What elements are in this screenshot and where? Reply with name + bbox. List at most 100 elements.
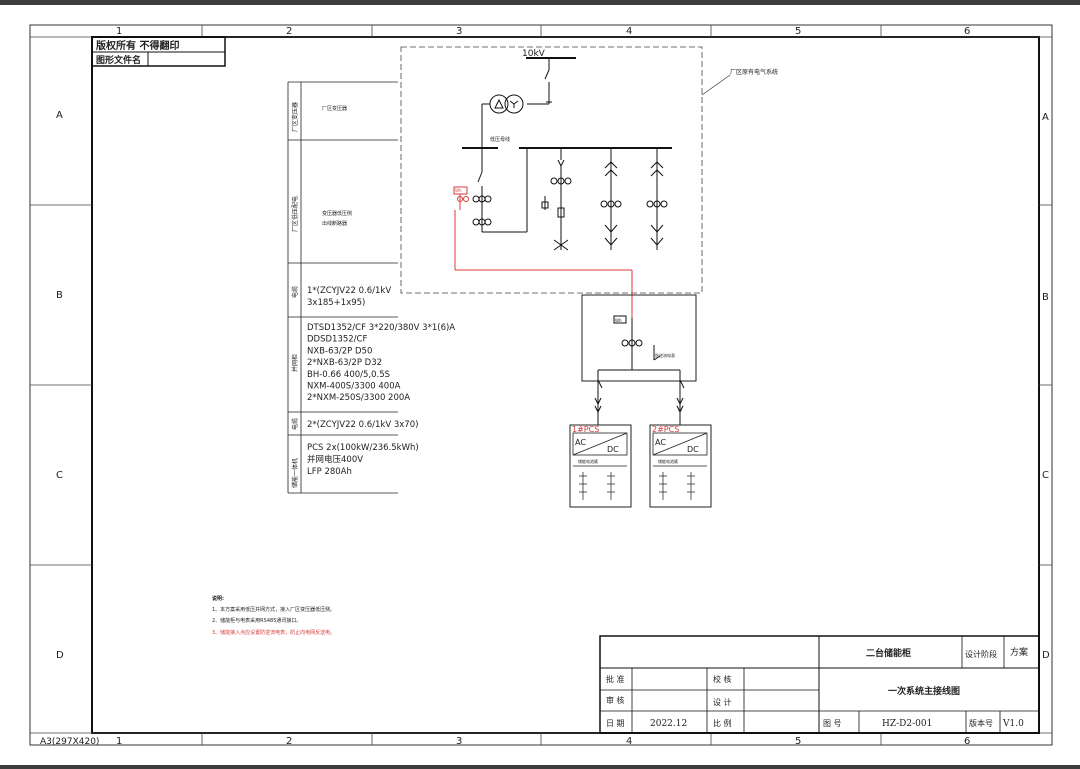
table-content-line: 2*NXM-250S/3300 200A: [307, 393, 410, 403]
pcs-1-dc: DC: [607, 445, 619, 454]
col-number: 4: [626, 26, 632, 37]
check-label: 校 核: [713, 674, 732, 684]
meter-label-top: Wh: [455, 188, 462, 193]
row-letter: C: [1042, 470, 1049, 481]
table-content-line: 厂区变压器: [322, 105, 347, 112]
window-bottom-bar: [0, 765, 1080, 769]
table-content-line: DTSD1352/CF 3*220/380V 3*1(6)A: [307, 323, 455, 333]
pcs-1-name: 1#PCS: [572, 425, 599, 434]
row-letter: A: [1042, 112, 1049, 123]
table-side-labels: 厂区变压器 厂区低压配电 电缆 并网柜 电缆 储能一体机: [291, 102, 299, 488]
bus-10kv-label: 10kV: [522, 49, 546, 59]
col-number: 2: [286, 26, 292, 37]
row-letter: B: [1042, 292, 1049, 303]
table-content-line: 2*NXB-63/2P D32: [307, 358, 382, 368]
component-table: [287, 81, 398, 494]
meter-label-cabinet: Wh: [615, 318, 622, 323]
feeder-right-2: [646, 148, 668, 250]
table-content-line: 并网电压400V: [307, 454, 363, 465]
plant-system-label: 厂区原有电气系统: [730, 68, 778, 76]
table-content-line: DDSD1352/CF: [307, 335, 367, 345]
grid-cabinet: [581, 294, 697, 382]
note-item: 3、储能接入点应设置防逆流电表，防止向电网反送电。: [212, 629, 335, 636]
pcs-2-dc: DC: [687, 445, 699, 454]
pcs-unit-2: [649, 424, 712, 508]
window-top-bar: [0, 0, 1080, 5]
plant-system-boundary: [400, 46, 703, 294]
copyright-text: 版权所有 不得翻印: [96, 39, 179, 52]
pcs-2-battery-label: 储能电池簇: [658, 458, 678, 464]
incoming-breaker: [472, 148, 528, 233]
scale-label: 比 例: [713, 718, 732, 728]
row-ruler: [30, 204, 1052, 566]
col-number: 1: [116, 26, 122, 37]
review-label: 审 核: [606, 695, 625, 705]
version-label: 版本号: [969, 718, 993, 728]
inner-frame: [91, 36, 1040, 734]
feeder-right-1: [600, 148, 622, 250]
design-stage-value: 方案: [1010, 646, 1028, 658]
row-letter: D: [1042, 650, 1050, 661]
feeder-load: [541, 148, 572, 251]
drawing-no-label: 图 号: [823, 719, 842, 728]
table-content-line: 出线断路器: [322, 220, 347, 227]
row-letter: B: [56, 290, 63, 301]
note-item: 1、本方案采用低压并网方式，接入厂区变压器低压侧。: [212, 606, 335, 613]
col-number: 5: [795, 26, 801, 37]
col-number: 6: [964, 26, 970, 37]
pcs-1-battery-label: 储能电池簇: [578, 458, 598, 464]
pcs-2-ac: AC: [655, 438, 666, 447]
date-label: 日 期: [606, 719, 625, 728]
column-ruler: [30, 25, 1052, 745]
row-letter: C: [56, 470, 63, 481]
file-name-label: 图形文件名: [96, 54, 141, 66]
notes-title: 说明:: [212, 595, 224, 602]
transformer-icon: [481, 94, 524, 148]
outer-frame: [29, 24, 1053, 746]
table-content-line: NXB-63/2P D50: [307, 346, 372, 356]
design-stage-label: 设计阶段: [965, 649, 997, 659]
col-number: 4: [626, 736, 632, 747]
table-content-line: 2*(ZCYJV22 0.6/1kV 3x70): [307, 420, 418, 430]
grid-cabinet-wiring: [594, 315, 685, 425]
side-label: 电缆: [291, 418, 299, 430]
version-value: V1.0: [1002, 719, 1024, 729]
date-value: 2022.12: [650, 719, 687, 729]
note-item: 2、储能柜与电表采用RS485通讯接口。: [212, 617, 301, 624]
side-label: 厂区变压器: [291, 102, 299, 132]
col-number: 2: [286, 736, 292, 747]
table-content-line: LFP 280Ah: [307, 467, 352, 477]
table-content-line: 3x185+1x95): [307, 298, 365, 308]
col-number: 3: [456, 736, 462, 747]
lv-bus-label: 低压母线: [490, 136, 510, 143]
project-name: 二台储能柜: [866, 647, 911, 659]
pcs-1-ac: AC: [575, 438, 586, 447]
table-content-line: PCS 2x(100kW/236.5kWh): [307, 443, 419, 453]
drawing-no: HZ-D2-001: [882, 719, 932, 729]
table-content-line: BH-0.66 400/5,0.5S: [307, 370, 390, 380]
hv-switch: [527, 58, 552, 105]
metering-branch: [453, 186, 633, 318]
row-letter: D: [56, 650, 64, 661]
title-block: [599, 635, 1040, 734]
pcs-2-name: 2#PCS: [652, 425, 679, 434]
drawing-title: 一次系统主接线图: [888, 685, 960, 697]
side-label: 储能一体机: [291, 458, 299, 488]
col-number: 3: [456, 26, 462, 37]
table-content-line: 1*(ZCYJV22 0.6/1kV: [307, 286, 391, 296]
col-number: 5: [795, 736, 801, 747]
anti-backflow-label: 防逆流电表: [655, 352, 675, 358]
row-letter: A: [56, 110, 63, 121]
table-content-line: 变压器低压侧: [322, 210, 352, 217]
approve-label: 批 准: [606, 674, 625, 684]
sheet-size: A3(297X420): [40, 737, 99, 747]
col-number: 1: [116, 736, 122, 747]
side-label: 并网柜: [291, 354, 299, 372]
design-label: 设 计: [713, 697, 732, 707]
side-label: 电缆: [291, 286, 299, 298]
table-content-line: NXM-400S/3300 400A: [307, 382, 401, 392]
pcs-unit-1: [569, 424, 632, 508]
side-label: 厂区低压配电: [291, 196, 299, 232]
